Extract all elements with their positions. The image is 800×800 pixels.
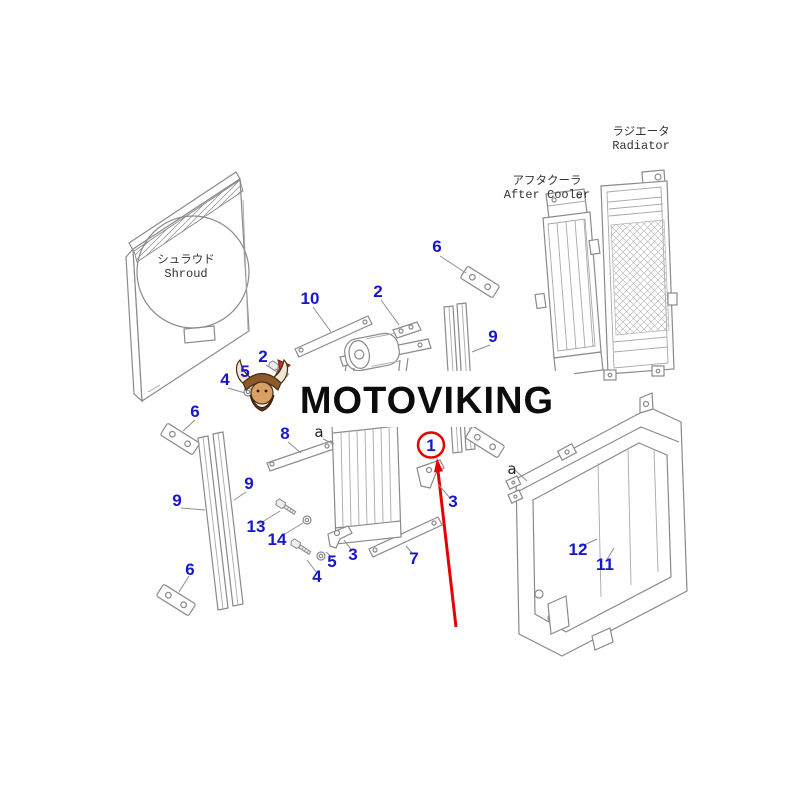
callout-14: 14 bbox=[268, 530, 287, 549]
after-cooler-label-en: After Cooler bbox=[504, 188, 590, 202]
highlight-annotation bbox=[416, 431, 458, 628]
callout-3-bottom: 3 bbox=[348, 545, 357, 564]
viking-head-logo-icon bbox=[235, 358, 291, 412]
callout-2-top: 2 bbox=[373, 282, 382, 301]
after-cooler-drawing bbox=[534, 188, 604, 377]
callout-9-right: 9 bbox=[488, 327, 497, 346]
callout-6-top-right: 6 bbox=[432, 237, 441, 256]
callout-5-bottom: 5 bbox=[327, 552, 336, 571]
callout-5-upper: 5 bbox=[240, 362, 249, 381]
callout-1-highlighted: 1 bbox=[426, 436, 435, 455]
radiator-core-mesh bbox=[610, 219, 670, 336]
ref-letter-a-frame: a bbox=[507, 460, 516, 478]
watermark-band bbox=[232, 371, 574, 427]
radiator-drawing bbox=[600, 169, 678, 381]
mount-plate-mid-right bbox=[464, 425, 506, 459]
after-cooler-label-jp: アフタクーラ bbox=[513, 173, 582, 187]
callout-9-left-inner: 9 bbox=[244, 474, 253, 493]
callout-4-bottom: 4 bbox=[312, 567, 322, 586]
red-arrow-head bbox=[434, 458, 443, 473]
callout-leader-lines bbox=[178, 255, 615, 593]
callout-12: 12 bbox=[569, 540, 588, 559]
callout-7: 7 bbox=[409, 549, 418, 568]
radiator-label-en: Radiator bbox=[612, 139, 670, 153]
shroud-label-jp: シュラウド bbox=[157, 252, 215, 266]
shroud-label-en: Shroud bbox=[164, 267, 207, 281]
watermark-brand-text: MOTOVIKING bbox=[300, 380, 554, 422]
callout-11: 11 bbox=[596, 555, 614, 574]
callout-6-left-upper: 6 bbox=[190, 402, 199, 421]
bar-part8 bbox=[266, 440, 335, 472]
mount-plate-left-upper bbox=[159, 422, 201, 456]
mount-plate-top-right bbox=[459, 265, 501, 299]
callout-13: 13 bbox=[247, 517, 266, 536]
callout-8: 8 bbox=[280, 424, 289, 443]
radiator-label-jp: ラジエータ bbox=[612, 124, 669, 138]
hardware-bottom-group bbox=[273, 497, 353, 561]
red-arrow-line bbox=[436, 470, 458, 628]
ref-letter-a-core: a bbox=[314, 423, 323, 441]
callout-2-upper: 2 bbox=[258, 347, 267, 366]
callout-4-upper: 4 bbox=[220, 370, 230, 389]
part1-highlight-circle bbox=[416, 431, 446, 459]
callout-3-right: 3 bbox=[448, 492, 457, 511]
callout-6-left-lower: 6 bbox=[185, 560, 194, 579]
bar-part7 bbox=[368, 516, 443, 558]
radiator-guard-frame-drawing bbox=[505, 392, 688, 657]
callout-10: 10 bbox=[301, 289, 320, 308]
left-rails-drawing bbox=[197, 431, 244, 611]
center-cooler-assembly-drawing bbox=[331, 321, 445, 545]
shroud-drawing bbox=[125, 171, 250, 403]
callout-9-left-outer: 9 bbox=[172, 491, 181, 510]
bar-part10 bbox=[294, 315, 373, 358]
mount-plate-left-lower bbox=[155, 583, 197, 617]
